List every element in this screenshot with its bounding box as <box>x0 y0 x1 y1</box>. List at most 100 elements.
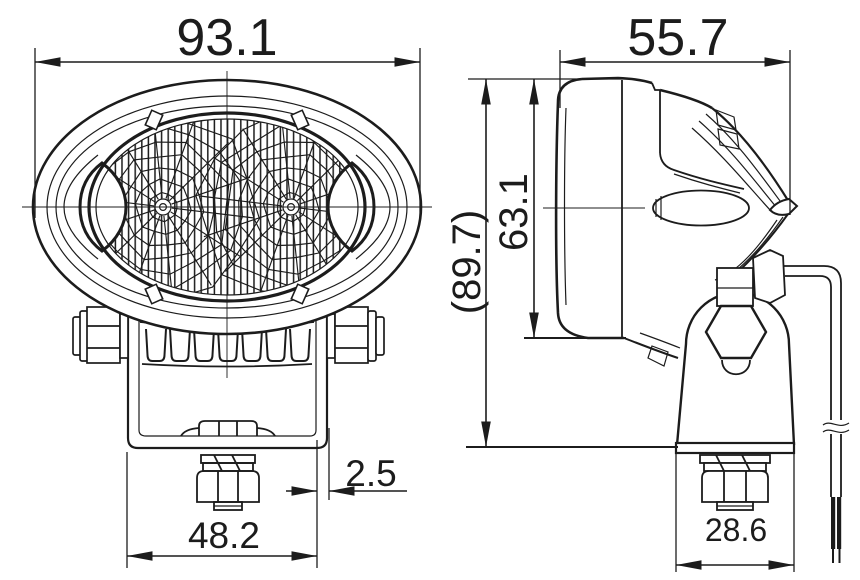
spring-washer <box>200 454 256 464</box>
flange-left <box>180 427 200 437</box>
bolt-hex <box>86 306 121 364</box>
dim-plate-thickness: 2.5 <box>286 428 407 500</box>
dim-front-width: 93.1 <box>34 9 421 218</box>
housing-side-pod <box>652 189 750 227</box>
web-spoke <box>259 215 289 294</box>
lens-clip-tabs <box>144 109 310 305</box>
heatsink-rib <box>169 328 191 362</box>
fin-facet <box>717 128 740 150</box>
conductor-right <box>837 497 842 549</box>
heatsink-rib <box>193 328 215 362</box>
web-ring <box>134 178 192 235</box>
mount-bracket-front <box>126 303 329 450</box>
heatsink-rib <box>289 328 311 362</box>
web-ring <box>277 191 306 223</box>
web-spoke <box>170 211 241 258</box>
bracket-outer <box>126 303 329 450</box>
heatsink-ribs <box>145 328 311 362</box>
web-ring <box>149 191 178 223</box>
washer-tick <box>715 454 725 472</box>
corner-top <box>556 77 583 103</box>
clip-tab <box>144 109 164 131</box>
reflector-web-left <box>96 119 261 295</box>
flange-right <box>256 427 276 437</box>
clip-tab <box>290 283 310 305</box>
web-ring <box>96 123 243 291</box>
web-spoke <box>171 176 251 205</box>
lower-taper <box>623 332 681 367</box>
web-spoke <box>213 156 284 203</box>
mounting-bolt-front <box>180 420 276 511</box>
washer-tick <box>213 454 223 472</box>
wire-gland <box>752 249 786 304</box>
dim-overall-height: (89.7) <box>445 78 678 448</box>
web-ring <box>96 119 261 295</box>
web-ring <box>262 178 320 235</box>
clip-tab <box>290 109 310 131</box>
taper-edge-inner <box>639 332 681 349</box>
dimension-label: 93.1 <box>176 9 277 67</box>
dim-side-depth: 55.7 <box>559 9 791 215</box>
heatsink-rib <box>145 328 167 362</box>
housing-curve <box>659 152 745 190</box>
cable-outer <box>783 265 842 497</box>
hex-nut <box>701 470 769 503</box>
side-bolt-left <box>72 306 129 364</box>
dim-bracket-width: 48.2 <box>126 440 318 568</box>
dimension-label: 2.5 <box>345 453 396 494</box>
web-spoke <box>165 120 195 199</box>
web-spoke <box>199 195 283 207</box>
front-face-inner <box>563 107 567 306</box>
washer-tick <box>231 454 241 472</box>
cable-break-squiggle <box>822 429 850 434</box>
mounting-bolt-side <box>699 454 771 511</box>
fin-line <box>698 120 778 209</box>
side-bolt-right <box>326 306 385 364</box>
fin-line <box>711 107 790 203</box>
dimensions: 93.1 55.7 (89.7) 63.1 48.2 <box>34 9 794 570</box>
flat-washer <box>202 462 254 472</box>
housing-curve-inner <box>673 173 741 194</box>
base-plate <box>674 441 796 455</box>
bolt-washer <box>119 313 129 359</box>
bolt-cap <box>375 316 385 356</box>
taper-facet <box>647 345 669 367</box>
web-spoke <box>167 214 212 286</box>
web-ring <box>248 167 333 247</box>
hex-nut <box>196 470 260 503</box>
cable-break-squiggle <box>822 422 850 427</box>
side-view <box>543 76 850 572</box>
dimension-label: 48.2 <box>188 515 260 556</box>
web-spoke <box>242 128 287 200</box>
top-edge <box>581 76 653 85</box>
dim-base-width: 28.6 <box>676 512 794 570</box>
pivot-bolt-tip <box>721 359 751 375</box>
fin-facet <box>715 109 737 131</box>
cable-inner <box>785 275 832 497</box>
web-spoke <box>168 142 230 202</box>
taper-edge <box>623 337 679 359</box>
top-step <box>651 82 660 91</box>
dim-body-height: 63.1 <box>492 79 626 339</box>
clip-tab <box>144 283 164 305</box>
rear-beak <box>768 197 799 216</box>
dimension-label: 63.1 <box>492 173 536 251</box>
heatsink-rib <box>217 328 239 362</box>
conductor-left <box>831 497 836 549</box>
bolt-hex <box>334 306 369 364</box>
fin-line <box>705 113 784 206</box>
web-ring <box>224 141 358 275</box>
bracket-inner <box>138 305 317 437</box>
front-view <box>22 71 432 511</box>
flat-washer <box>703 462 767 472</box>
base-plate-side <box>674 441 796 572</box>
fin-line <box>691 127 772 212</box>
spacer-block <box>716 267 754 307</box>
lamp-side-body <box>554 76 745 340</box>
front-face <box>554 101 560 314</box>
bolt-washer <box>326 313 336 359</box>
spring-washer <box>699 454 771 464</box>
bolt-collar <box>367 310 377 362</box>
